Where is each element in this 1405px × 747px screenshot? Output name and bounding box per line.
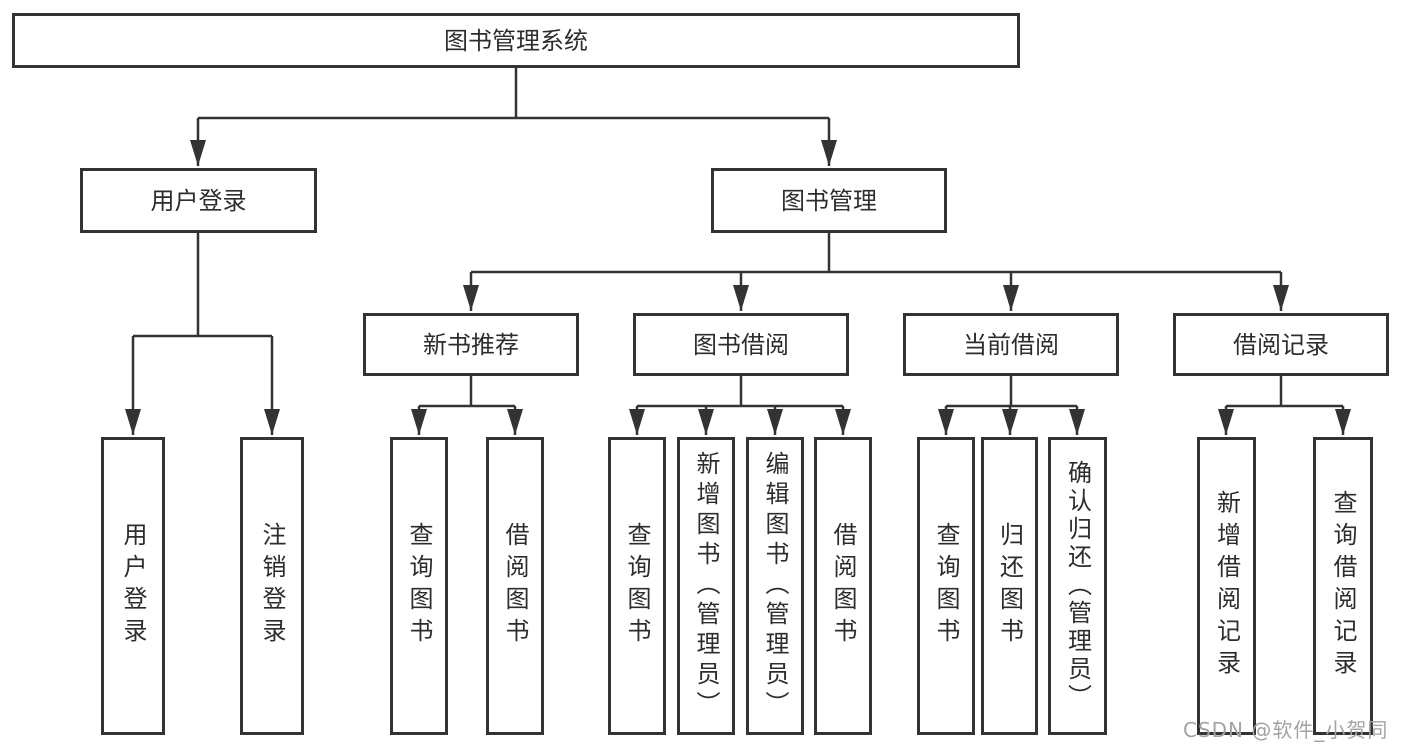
csdn-watermark: CSDN @软件_小贺同学 — [1183, 718, 1389, 742]
node-book-borrow: 图书借阅 — [633, 313, 849, 376]
node-system-root: 图书管理系统 — [12, 13, 1020, 68]
leaf-confirm-return-admin: 确认归还（管理员） — [1048, 437, 1107, 735]
node-new-book-recommend: 新书推荐 — [363, 313, 579, 376]
leaf-logout: 注销登录 — [240, 437, 304, 735]
leaf-user-login: 用户登录 — [101, 437, 165, 735]
leaf-borrow-books-1: 借阅图书 — [486, 437, 544, 735]
node-borrow-records: 借阅记录 — [1173, 313, 1389, 376]
node-user-login: 用户登录 — [80, 168, 317, 233]
leaf-edit-books-admin: 编辑图书（管理员） — [746, 437, 804, 735]
leaf-query-books-2: 查询图书 — [608, 437, 666, 735]
leaf-add-borrow-record: 新增借阅记录 — [1197, 437, 1256, 735]
leaf-query-books-1: 查询图书 — [390, 437, 448, 735]
leaf-query-borrow-record: 查询借阅记录 — [1313, 437, 1373, 735]
node-current-borrow: 当前借阅 — [903, 313, 1119, 376]
leaf-add-books-admin: 新增图书（管理员） — [677, 437, 735, 735]
connector-rails — [133, 68, 1343, 408]
node-book-mgmt: 图书管理 — [711, 168, 947, 233]
leaf-return-books: 归还图书 — [981, 437, 1038, 735]
leaf-borrow-books-2: 借阅图书 — [814, 437, 872, 735]
leaf-query-books-3: 查询图书 — [917, 437, 975, 735]
